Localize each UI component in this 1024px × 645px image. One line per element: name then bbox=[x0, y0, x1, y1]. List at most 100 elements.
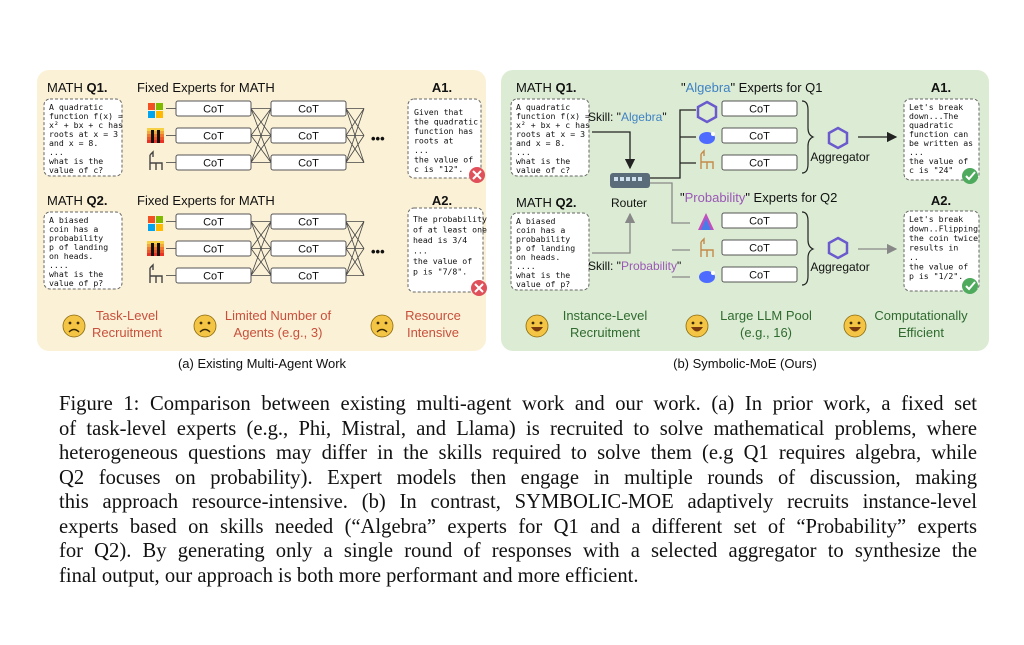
text-line: A biased bbox=[49, 215, 89, 225]
bottom-label-line2: Efficient bbox=[898, 325, 944, 340]
aggregator-label: Aggregator bbox=[810, 150, 869, 164]
text-line: of at least one bbox=[413, 225, 487, 235]
face-mouth bbox=[849, 327, 861, 332]
text-line: A quadratic bbox=[49, 102, 103, 112]
qwen-logo-icon bbox=[696, 100, 718, 124]
panel-a-q2-question-box bbox=[43, 211, 123, 290]
text-line: down..Flipping bbox=[909, 224, 978, 234]
cot-label: CoT bbox=[298, 217, 319, 229]
text-line: the value of bbox=[413, 256, 472, 266]
discussion-link bbox=[345, 248, 365, 276]
face-eye bbox=[199, 321, 203, 325]
text-line: .... bbox=[49, 260, 69, 270]
panel-b-caption: (b) Symbolic-MoE (Ours) bbox=[673, 356, 817, 371]
cot-box bbox=[175, 100, 252, 117]
face-mouth bbox=[376, 328, 388, 333]
panel-a-q2-header: MATH Q2. bbox=[47, 193, 107, 208]
text-line: c is "12". bbox=[414, 164, 463, 174]
text-line: Let's break bbox=[909, 102, 963, 112]
bottom-label-line2: Intensive bbox=[407, 325, 459, 340]
text-line: the value of bbox=[909, 262, 968, 272]
cot-label: CoT bbox=[203, 217, 224, 229]
panel-b-a1-label: A1. bbox=[931, 80, 951, 95]
text-line: value of p? bbox=[516, 279, 570, 289]
mistral-logo-icon bbox=[147, 128, 164, 143]
cot-box bbox=[721, 212, 798, 229]
router-to-probability-experts bbox=[650, 182, 690, 278]
face-eye bbox=[849, 321, 853, 325]
text-line: coin has a bbox=[49, 224, 98, 234]
text-line: .... bbox=[516, 261, 536, 271]
text-line: The probability bbox=[413, 214, 487, 224]
text-line: function can bbox=[909, 129, 968, 139]
bottom-label-line2: (e.g., 16) bbox=[740, 325, 792, 340]
text-line: value of c? bbox=[516, 165, 570, 175]
cot-box bbox=[270, 267, 347, 284]
discussion-link bbox=[250, 248, 272, 276]
discussion-link bbox=[345, 221, 365, 276]
cot-box bbox=[721, 100, 798, 117]
text-line: p of landing bbox=[49, 242, 108, 252]
cot-box bbox=[270, 240, 347, 257]
caption-line: heterogeneous questions may differ in th… bbox=[59, 442, 977, 464]
discussion-link bbox=[345, 221, 365, 249]
caption-line: Figure 1: Comparison between existing mu… bbox=[59, 393, 977, 415]
text-line: ... bbox=[414, 145, 429, 155]
bottom-label-line1: Computationally bbox=[874, 308, 968, 323]
caption-line: this approach resource-intensive. (b) In… bbox=[59, 491, 977, 513]
llama-logo-icon bbox=[149, 150, 163, 170]
text-line: ... bbox=[516, 147, 531, 157]
probability-experts-title: "Probability" Experts for Q2 bbox=[680, 190, 837, 205]
caption-line: for Q2). By generating only a single rou… bbox=[59, 540, 977, 562]
cot-label: CoT bbox=[749, 131, 770, 143]
skill-algebra-label: Skill: "Algebra" bbox=[588, 110, 667, 124]
cot-label: CoT bbox=[203, 271, 224, 283]
figure-diagram: MATH Q1. Fixed Experts for MATH A1. A qu… bbox=[37, 70, 989, 371]
text-line: x² + bx + c has bbox=[49, 120, 123, 130]
text-line: on heads. bbox=[49, 251, 93, 261]
text-line: what is the bbox=[49, 269, 103, 279]
text-line: what is the bbox=[49, 156, 103, 166]
face-eye bbox=[76, 321, 80, 325]
text-line: and x = 8. bbox=[49, 138, 98, 148]
text-line: roots at bbox=[414, 136, 454, 146]
text-line: probability bbox=[516, 234, 570, 244]
sad-face-icon bbox=[62, 314, 86, 338]
caption-line: Q2 focuses on probability). Expert model… bbox=[59, 466, 977, 489]
cot-label: CoT bbox=[298, 158, 319, 170]
bottom-label-line1: Task-Level bbox=[96, 308, 158, 323]
cot-box bbox=[721, 127, 798, 144]
discussion-link bbox=[250, 108, 272, 136]
text-line: be written as bbox=[909, 138, 973, 148]
text-line: c is "24" bbox=[909, 165, 953, 175]
cot-box bbox=[175, 213, 252, 230]
face-mouth bbox=[68, 328, 80, 333]
deepseek-logo-icon bbox=[699, 271, 715, 283]
text-line: p is "1/2". bbox=[909, 271, 963, 281]
text-line: ... bbox=[413, 246, 428, 256]
gemma-logo-icon bbox=[698, 213, 714, 230]
text-line: value of p? bbox=[49, 278, 103, 288]
caption-line: final output, our approach is both more … bbox=[59, 564, 639, 587]
face-eye bbox=[691, 321, 695, 325]
text-line: what is the bbox=[516, 156, 570, 166]
panel-a-q1-title: Fixed Experts for MATH bbox=[137, 80, 275, 95]
bottom-label-line1: Instance-Level bbox=[563, 308, 648, 323]
cot-label: CoT bbox=[203, 104, 224, 116]
aggregator-qwen-icon bbox=[827, 126, 849, 150]
face-eye bbox=[207, 321, 211, 325]
text-line: quadratic bbox=[909, 120, 953, 130]
algebra-brace bbox=[801, 100, 815, 174]
cot-label: CoT bbox=[749, 270, 770, 282]
face-eye bbox=[68, 321, 72, 325]
panel-a-q2-title: Fixed Experts for MATH bbox=[137, 193, 275, 208]
bottom-label-line1: Limited Number of bbox=[225, 308, 332, 323]
bottom-label-line2: Agents (e.g., 3) bbox=[234, 325, 323, 340]
correct-check-icon bbox=[962, 168, 978, 184]
